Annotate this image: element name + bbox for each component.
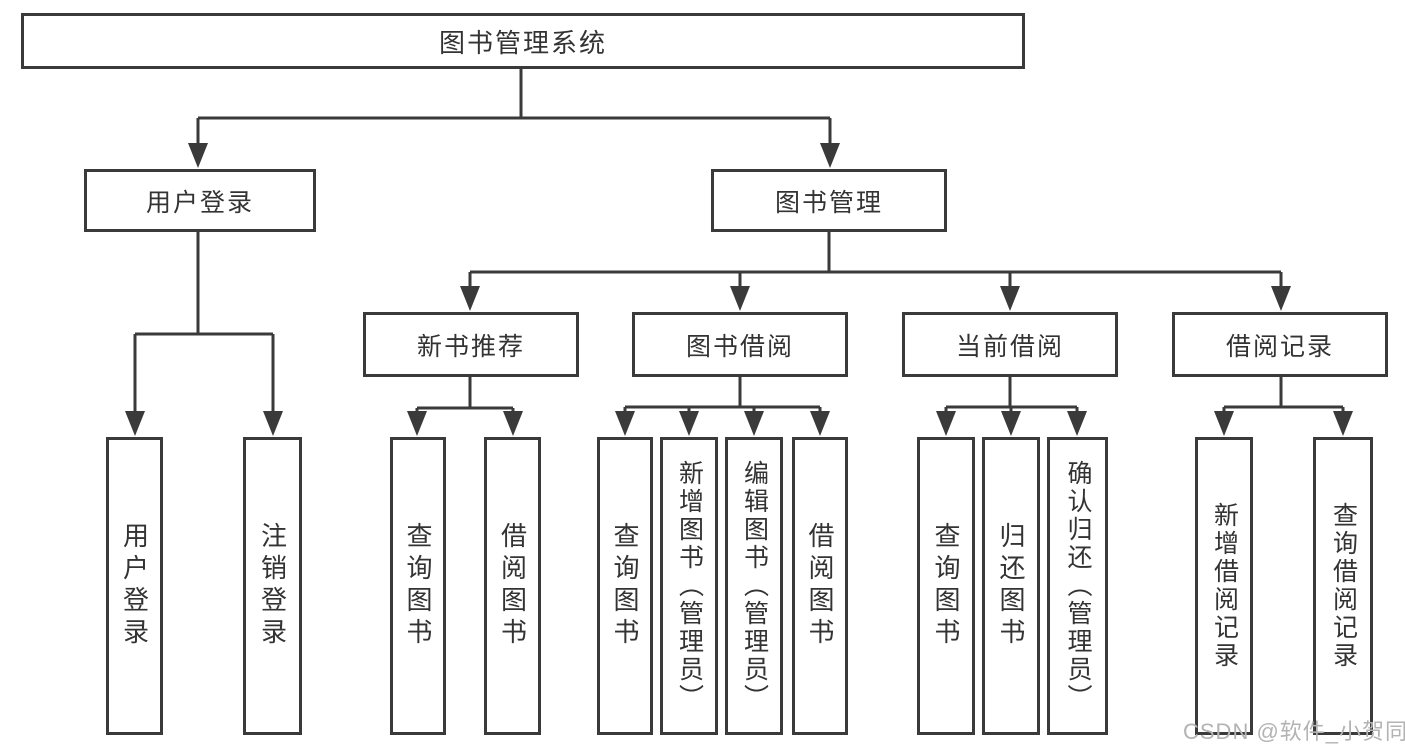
node-borrowing-records-label: 借阅记录 xyxy=(1225,332,1334,361)
node-system-root: 图书管理系统 xyxy=(21,13,1025,69)
leaf-query-books-1: 查询图书 xyxy=(390,437,446,735)
leaf-logout-label: 注销登录 xyxy=(257,522,288,650)
node-system-root-label: 图书管理系统 xyxy=(438,27,607,58)
leaf-borrow-books-2: 借阅图书 xyxy=(792,437,848,735)
leaf-user-login: 用户登录 xyxy=(106,437,163,735)
leaf-query-borrow-record-label: 查询借阅记录 xyxy=(1329,502,1358,670)
leaf-borrow-books-2-label: 借阅图书 xyxy=(805,522,835,650)
leaf-add-books-admin: 新增图书（管理员） xyxy=(660,437,718,735)
node-new-book-recommend-label: 新书推荐 xyxy=(416,332,525,361)
leaf-confirm-return-admin: 确认归还（管理员） xyxy=(1047,437,1108,735)
leaf-add-books-admin-label: 新增图书（管理员） xyxy=(675,460,704,712)
leaf-query-books-3-label: 查询图书 xyxy=(931,522,961,650)
leaf-query-books-2: 查询图书 xyxy=(597,437,653,735)
node-book-borrowing: 图书借阅 xyxy=(632,312,848,377)
node-user-login-branch: 用户登录 xyxy=(84,169,316,232)
node-book-management-label: 图书管理 xyxy=(774,188,883,217)
node-borrowing-records: 借阅记录 xyxy=(1172,312,1388,377)
leaf-logout: 注销登录 xyxy=(243,437,302,735)
node-book-borrowing-label: 图书借阅 xyxy=(685,332,794,361)
node-user-login-branch-label: 用户登录 xyxy=(145,188,254,217)
leaf-add-borrow-record: 新增借阅记录 xyxy=(1195,437,1253,735)
leaf-edit-books-admin-label: 编辑图书（管理员） xyxy=(740,460,769,712)
leaf-borrow-books-1-label: 借阅图书 xyxy=(497,522,528,650)
leaf-query-books-2-label: 查询图书 xyxy=(610,522,640,650)
node-book-management: 图书管理 xyxy=(711,169,947,232)
csdn-watermark: CSDN @软件_小贺同学 xyxy=(1183,719,1405,744)
leaf-user-login-label: 用户登录 xyxy=(119,522,150,650)
node-new-book-recommend: 新书推荐 xyxy=(363,312,579,377)
node-current-borrowing: 当前借阅 xyxy=(902,312,1118,377)
leaf-query-borrow-record: 查询借阅记录 xyxy=(1313,437,1373,735)
leaf-add-borrow-record-label: 新增借阅记录 xyxy=(1210,502,1239,670)
leaf-confirm-return-admin-label: 确认归还（管理员） xyxy=(1064,460,1092,712)
leaf-edit-books-admin: 编辑图书（管理员） xyxy=(725,437,783,735)
leaf-return-books: 归还图书 xyxy=(982,437,1040,735)
node-current-borrowing-label: 当前借阅 xyxy=(955,332,1064,361)
leaf-return-books-label: 归还图书 xyxy=(996,522,1026,650)
leaf-borrow-books-1: 借阅图书 xyxy=(484,437,541,735)
leaf-query-books-3: 查询图书 xyxy=(917,437,975,735)
leaf-query-books-1-label: 查询图书 xyxy=(403,522,433,650)
